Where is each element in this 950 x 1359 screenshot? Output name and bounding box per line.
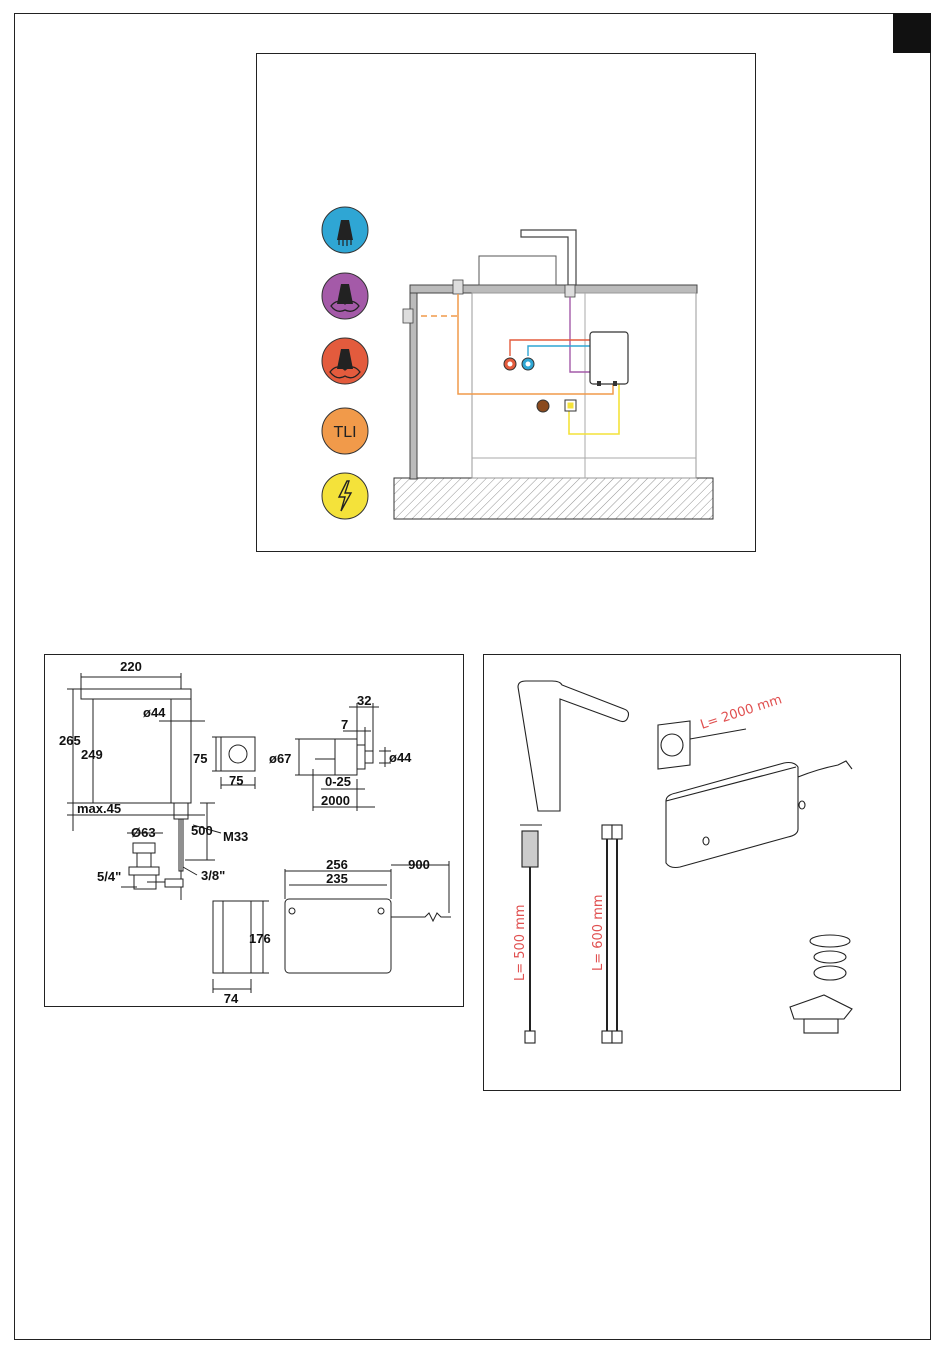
dim-7: 7 [341,717,348,732]
cable-length-label: L= 2000 mm [699,692,784,732]
dim-44-spout: ø44 [143,705,166,720]
dim-32: 32 [357,693,371,708]
mixed-water-icon [322,273,368,319]
dim-0-25: 0-25 [325,774,351,789]
control-box-component [666,761,852,868]
drain-outlet [537,400,549,412]
dimensions-panel: 220 265 249 ø44 75 75 max.45 Ø63 500 M33… [44,654,464,1007]
dim-m33: M33 [223,829,248,844]
dim-75-height: 75 [193,751,207,766]
drain-kit-component [790,935,852,1033]
counter-box [479,256,556,285]
hose-500-label: L= 500 mm [513,904,528,981]
cold-water-icon [322,207,368,253]
dim-74: 74 [224,991,239,1006]
dim-5-4: 5/4" [97,869,121,884]
installation-diagram: TLI [257,54,757,553]
floor [394,478,713,519]
hot-water-icon [322,338,368,384]
dim-max45: max.45 [77,801,121,816]
dim-256: 256 [326,857,348,872]
dim-500: 500 [191,823,213,838]
dim-235: 235 [326,871,348,886]
dim-67: ø67 [269,751,291,766]
control-box [590,332,628,384]
dim-75-width: 75 [229,773,243,788]
dimensions-drawing: 220 265 249 ø44 75 75 max.45 Ø63 500 M33… [45,655,465,1008]
dim-63: Ø63 [131,825,156,840]
hose-600-label: L= 600 mm [591,894,606,971]
dim-900: 900 [408,857,430,872]
faucet-component [518,681,629,1043]
dim-176: 176 [249,931,271,946]
components-drawing: L= 2000 mm L= 500 mm L= 600 mm [484,655,902,1092]
cabinet [472,293,696,478]
corner-tab [893,13,931,53]
tli-icon: TLI [322,408,368,454]
installation-panel: TLI [256,53,756,552]
dim-249: 249 [81,747,103,762]
dim-44-sensor: ø44 [389,750,412,765]
dim-265: 265 [59,733,81,748]
dim-3-8: 3/8" [201,868,225,883]
tli-label: TLI [333,424,356,441]
dim-220: 220 [120,659,142,674]
dim-2000: 2000 [321,793,350,808]
electric-icon [322,473,368,519]
components-panel: L= 2000 mm L= 500 mm L= 600 mm [483,654,901,1091]
